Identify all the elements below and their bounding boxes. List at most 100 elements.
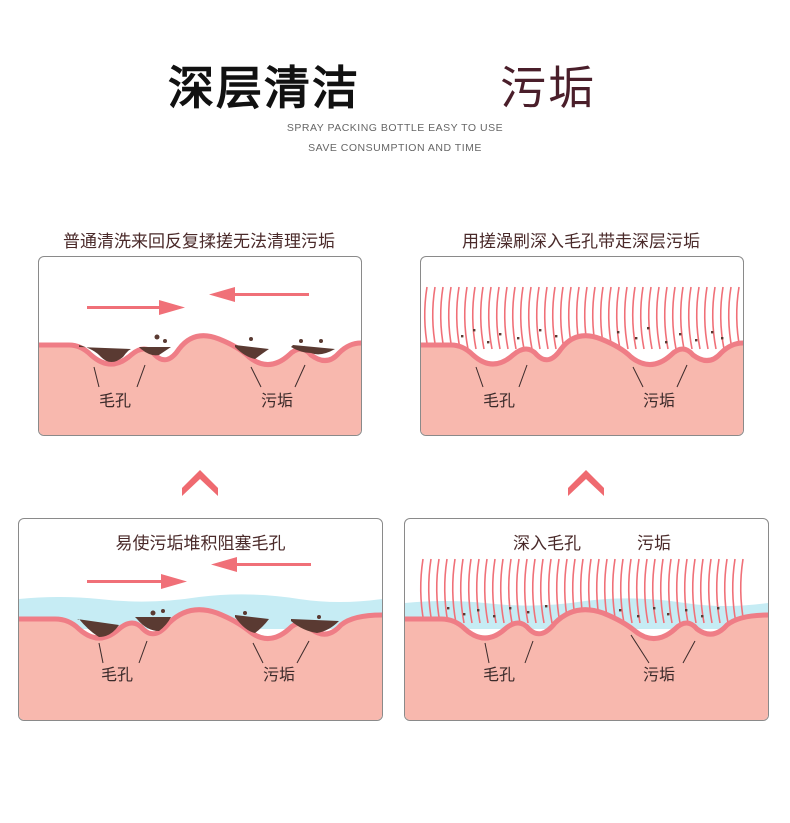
label-dirt: 污垢 — [261, 391, 294, 410]
panel-deep-pore: 深入毛孔 污垢 毛孔 污垢 — [404, 518, 769, 721]
bristle — [607, 286, 613, 350]
pointer-line — [93, 366, 100, 388]
bristle — [671, 286, 677, 350]
dirt-speck — [545, 605, 548, 608]
bristle — [511, 286, 517, 350]
skin-diagram-normal-wash — [39, 287, 361, 435]
caption-brush-clean: 用搓澡刷深入毛孔带走深层污垢 — [462, 232, 700, 252]
arrow-left-icon — [211, 557, 311, 572]
dirt-speck — [447, 607, 450, 610]
dirt-speck — [711, 331, 714, 334]
pointer-line — [136, 364, 146, 388]
dirt-speck — [701, 615, 704, 618]
bristle — [523, 558, 529, 624]
skin-layer — [39, 335, 361, 435]
bristle — [667, 558, 673, 624]
dirt-speck — [647, 327, 650, 330]
bristle — [479, 286, 485, 350]
page-header: 深层清洁 污垢 — [0, 52, 790, 115]
dirt-speck — [509, 607, 512, 610]
dirt-particle — [249, 337, 253, 341]
bristle — [695, 286, 701, 350]
panel-clogged-pores: 易使污垢堆积阻塞毛孔 毛孔 污垢 — [18, 518, 383, 721]
dirt-speck — [717, 607, 720, 610]
skin-diagram-deep-pore — [405, 558, 768, 720]
dirt-speck — [635, 337, 638, 340]
bristle — [495, 286, 501, 350]
bristle — [439, 286, 445, 350]
dirt-speck — [499, 333, 502, 336]
bristle — [475, 558, 481, 624]
dirt-speck — [637, 615, 640, 618]
chevron-up-icon — [568, 470, 604, 496]
bristle — [519, 286, 525, 350]
bristle — [487, 286, 493, 350]
dirt-speck — [721, 337, 724, 340]
dirt-speck — [493, 615, 496, 618]
bristle — [499, 558, 505, 624]
pointer-line — [484, 642, 490, 664]
pointer-line — [294, 364, 306, 388]
bristle — [659, 558, 665, 624]
panel-brush-clean: 毛孔 污垢 — [420, 256, 744, 436]
bristle — [711, 286, 717, 350]
bristle — [631, 286, 637, 350]
dirt-speck — [679, 333, 682, 336]
pointer-line — [296, 640, 310, 664]
bristle — [691, 558, 697, 624]
label-dirt: 污垢 — [263, 665, 296, 684]
bristle — [727, 286, 733, 350]
subtitle-line-1: SPRAY PACKING BOTTLE EASY TO USE — [286, 122, 504, 134]
bristle — [683, 558, 689, 624]
dirt-speck — [487, 341, 490, 344]
bristle — [723, 558, 729, 624]
bristle — [559, 286, 565, 350]
brush-bristles — [419, 558, 745, 624]
dirt-speck — [619, 609, 622, 612]
bristle — [423, 286, 429, 350]
bristle — [735, 286, 741, 350]
bristle — [675, 558, 681, 624]
skin-edge — [421, 333, 743, 367]
dirt-particles — [461, 327, 724, 344]
pointer-line — [250, 366, 262, 388]
dirt-deposit — [291, 345, 335, 355]
dirt-speck — [477, 609, 480, 612]
dirt-speck — [617, 331, 620, 334]
dirt-speck — [461, 335, 464, 338]
bristle — [455, 286, 461, 350]
bristle — [543, 286, 549, 350]
bristle — [551, 286, 557, 350]
bristle — [703, 286, 709, 350]
label-pore: 毛孔 — [483, 665, 516, 684]
bristle — [535, 286, 541, 350]
bristle — [503, 286, 509, 350]
label-pore: 毛孔 — [483, 391, 516, 410]
dirt-particle — [243, 611, 247, 615]
label-dirt: 污垢 — [643, 391, 676, 410]
bristle — [707, 558, 713, 624]
bristle — [687, 286, 693, 350]
bristle — [527, 286, 533, 350]
skin-layer — [421, 335, 743, 435]
bristle — [651, 558, 657, 624]
panel-normal-wash: 毛孔 污垢 — [38, 256, 362, 436]
pointer-line — [632, 366, 644, 388]
bristle — [483, 558, 489, 624]
pointer-line — [138, 640, 148, 664]
bristle — [459, 558, 465, 624]
caption-deep-pore: 深入毛孔 — [513, 534, 581, 554]
bristle — [539, 558, 545, 624]
dirt-deposit — [139, 347, 171, 356]
dirt-speck — [473, 329, 476, 332]
pointer-line — [682, 640, 696, 664]
bristle — [719, 286, 725, 350]
label-pore: 毛孔 — [101, 665, 134, 684]
bristle — [471, 286, 477, 350]
bristle — [531, 558, 537, 624]
skin-diagram-brush-clean — [421, 286, 743, 435]
dirt-speck — [527, 611, 530, 614]
bristle — [447, 286, 453, 350]
bristle — [515, 558, 521, 624]
caption-dirt: 污垢 — [637, 534, 671, 554]
